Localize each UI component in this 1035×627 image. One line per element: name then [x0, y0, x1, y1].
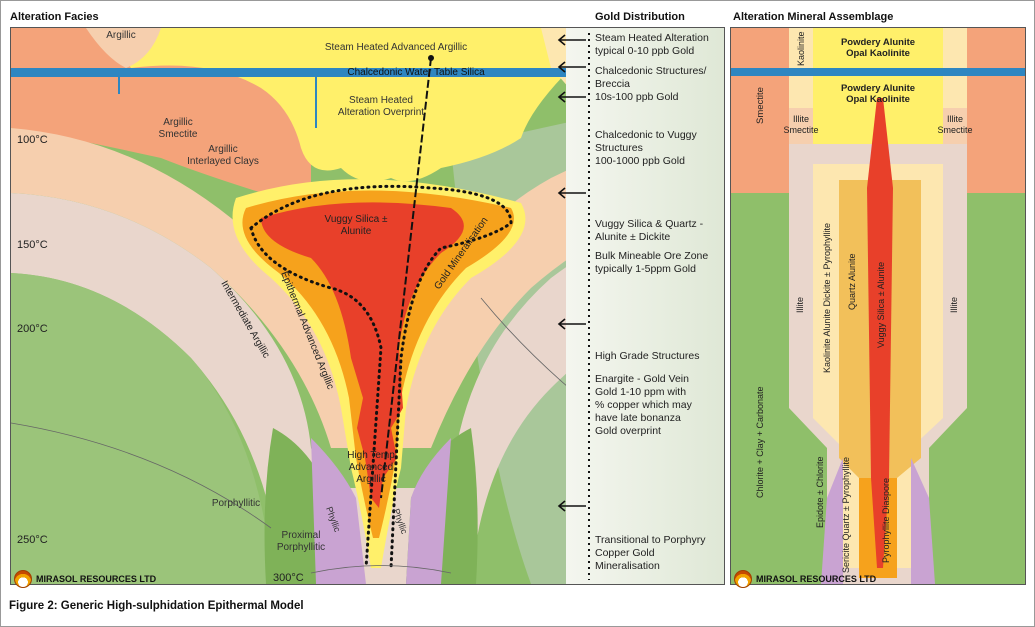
alteration-facies-header: Alteration Facies — [10, 11, 99, 23]
arrow-left-icon — [557, 318, 586, 330]
arrow-left-icon — [557, 91, 586, 103]
illite-smectite-left-label-2: Smectite — [783, 125, 818, 135]
assemblage-panel: Kaolinite Powdery Alunite Opal Kaolinite… — [730, 27, 1026, 585]
quartz-alunite-label: Quartz Alunite — [847, 253, 857, 310]
assemblage-diagram: Kaolinite Powdery Alunite Opal Kaolinite… — [731, 28, 1025, 584]
gold-dist-item-0: Steam Heated Alteration typical 0-10 ppb… — [595, 32, 709, 57]
argillic-interlayered-zone — [11, 118, 724, 448]
gold-distribution-header: Gold Distribution — [595, 11, 685, 23]
water-table-band — [731, 68, 1025, 76]
argillic-top-label: Argillic — [106, 30, 135, 41]
arrow-icons — [557, 34, 586, 512]
argillic-interlayered-label-2: Interlayed Clays — [187, 156, 259, 167]
assemblage-header: Alteration Mineral Assemblage — [733, 11, 894, 23]
vein-structure — [380, 57, 432, 499]
steam-heated-zone — [106, 28, 581, 182]
arrow-left-icon — [557, 34, 586, 46]
figure-caption: Figure 2: Generic High-sulphidation Epit… — [9, 600, 304, 612]
vuggy-label-1: Vuggy Silica ± — [325, 214, 388, 225]
gold-dist-item-5: High Grade Structures — [595, 350, 700, 362]
gold-dist-item-1: Chalcedonic Structures/ Breccia 10s-100 … — [595, 65, 707, 103]
steam-heated-argillic-label: Steam Heated Advanced Argillic — [325, 42, 467, 53]
powdery-mid-label-1: Powdery Alunite — [841, 83, 915, 94]
temp-label: 250°C — [17, 534, 48, 546]
intermediate-argillic-zone — [11, 193, 724, 584]
porphyllitic-zone — [11, 273, 273, 584]
vuggy-silica-core — [261, 202, 464, 508]
argillic-smectite-label-1: Argillic — [163, 117, 192, 128]
contour-line — [310, 565, 452, 574]
vuggy-label-2: Alunite — [341, 226, 372, 237]
temp-label: 100°C — [17, 134, 48, 146]
illite-left-label: Illite — [795, 297, 805, 313]
proximal-label-2: Porphyllitic — [277, 542, 325, 553]
arrow-left-icon — [557, 187, 586, 199]
alteration-facies-diagram: Argillic Steam Heated Advanced Argillic … — [11, 28, 724, 584]
illite-right-label: Illite — [949, 297, 959, 313]
temp-label: 300°C — [273, 572, 304, 584]
gold-envelope-outline-left — [249, 226, 383, 570]
mirasol-logo-right: MIRASOL RESOURCES LTD — [734, 570, 876, 588]
chlorite-clay-label: Chlorite + Clay + Carbonate — [755, 386, 765, 498]
steam-heated-overprint-label-1: Steam Heated — [349, 95, 413, 106]
arrow-left-icon — [557, 500, 586, 512]
powdery-alunite-top — [813, 28, 943, 68]
high-temp-label-2: Advanced — [349, 462, 393, 473]
pyrophyllite-label: Pyrophyllite Diaspore — [881, 478, 891, 563]
argillic-smectite-label-2: Smectite — [159, 129, 198, 140]
steam-heated-overprint-label-2: Alteration Overprint — [338, 107, 424, 118]
arrow-left-icon — [557, 61, 586, 73]
contour-line — [11, 422, 272, 529]
illite-smectite-right-label-2: Smectite — [937, 125, 972, 135]
illite-smectite-left-label-1: Illite — [793, 114, 809, 124]
smectite-label: Smectite — [755, 87, 766, 124]
proximal-label-1: Proximal — [282, 530, 321, 541]
gold-dist-item-7: Transitional to Porphyry Copper Gold Min… — [595, 534, 706, 572]
sericite-zone — [821, 458, 843, 584]
gold-dist-item-6: Enargite - Gold Vein Gold 1-10 ppm with … — [595, 373, 692, 437]
mirasol-logo-icon — [14, 570, 32, 588]
water-table-band — [11, 68, 724, 77]
powdery-top-label-1: Powdery Alunite — [841, 37, 915, 48]
temp-label: 200°C — [17, 323, 48, 335]
illite-smectite-right-label-1: Illite — [947, 114, 963, 124]
sericite-label: Sericite Quartz ± Pyrophyllite — [841, 457, 851, 573]
gold-distribution-column — [566, 28, 724, 584]
alteration-facies-panel: Argillic Steam Heated Advanced Argillic … — [10, 27, 725, 585]
porphyllitic-label: Porphyllitic — [212, 498, 260, 509]
powdery-mid-label-2: Opal Kaolinite — [846, 94, 910, 105]
mirasol-logo-left: MIRASOL RESOURCES LTD — [14, 570, 156, 588]
high-temp-label-3: Argillic — [356, 474, 385, 485]
epidote-chlorite-label: Epidote ± Chlorite — [815, 457, 825, 528]
gold-envelope-outline — [249, 184, 513, 570]
gold-dist-item-2: Chalcedonic to Vuggy Structures 100-1000… — [595, 129, 697, 167]
vein-node — [428, 55, 434, 61]
argillic-interlayered-label-1: Argillic — [208, 144, 237, 155]
vuggy-silica-label: Vuggy Silica ± Alunite — [876, 262, 886, 348]
powdery-top-label-2: Opal Kaolinite — [846, 48, 910, 59]
vuggy-silica-spike — [867, 98, 893, 568]
phyllic-zone — [311, 438, 451, 584]
argillic-mound — [86, 28, 161, 68]
gold-dist-item-3: Vuggy Silica & Quartz - Alunite ± Dickit… — [595, 218, 704, 243]
kaolinite-alunite-label: Kaolinite Alunite Dickite ± Pyrophyllite — [822, 223, 832, 373]
temp-label: 150°C — [17, 239, 48, 251]
mirasol-logo-icon — [734, 570, 752, 588]
high-temp-label-1: High Temp — [347, 450, 395, 461]
kaolinite-label: Kaolinite — [796, 31, 806, 66]
sericite-zone-right — [911, 458, 935, 584]
gold-dist-item-4: Bulk Mineable Ore Zone typically 1-5ppm … — [595, 250, 709, 275]
water-table-label: Chalcedonic Water Table Silica — [347, 67, 485, 78]
